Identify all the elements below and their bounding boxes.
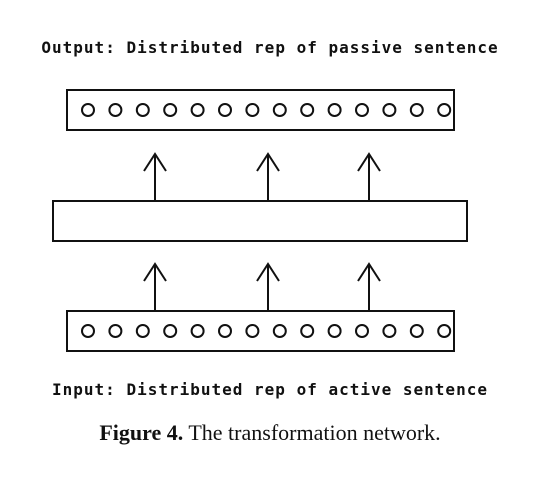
figure-number: Figure 4. — [99, 420, 184, 445]
input-layer-label: Input: Distributed rep of active sentenc… — [52, 380, 488, 399]
upper-arrow — [256, 152, 280, 200]
input-unit — [409, 324, 424, 338]
output-unit — [409, 103, 424, 117]
input-unit — [245, 324, 260, 338]
input-unit — [81, 324, 95, 338]
lower-arrow — [256, 262, 280, 310]
output-unit — [218, 103, 232, 117]
output-unit — [245, 103, 260, 117]
output-unit — [163, 103, 178, 117]
input-unit — [272, 324, 287, 338]
output-unit — [382, 103, 397, 117]
input-unit — [218, 324, 232, 338]
output-unit — [135, 103, 150, 117]
hidden-layer-box — [52, 200, 468, 242]
input-unit — [355, 324, 369, 338]
input-unit — [190, 324, 205, 338]
lower-arrow — [357, 262, 381, 310]
output-unit — [327, 103, 342, 117]
input-unit — [300, 324, 315, 338]
input-unit — [437, 324, 452, 338]
output-unit — [108, 103, 123, 117]
input-unit — [327, 324, 342, 338]
output-unit — [190, 103, 205, 117]
input-unit — [108, 324, 123, 338]
output-units-group — [81, 103, 452, 117]
output-layer-label: Output: Distributed rep of passive sente… — [41, 38, 499, 57]
figure-caption-text: The transformation network. — [183, 420, 441, 445]
output-unit — [437, 103, 452, 117]
lower-arrow — [143, 262, 167, 310]
output-unit — [81, 103, 95, 117]
figure-caption: Figure 4. The transformation network. — [0, 420, 540, 446]
output-unit — [300, 103, 315, 117]
output-unit — [355, 103, 369, 117]
upper-arrow — [143, 152, 167, 200]
input-unit — [382, 324, 397, 338]
output-unit — [272, 103, 287, 117]
input-unit — [135, 324, 150, 338]
upper-arrow — [357, 152, 381, 200]
input-units-group — [81, 324, 452, 338]
lower-arrows-group — [143, 262, 381, 310]
input-unit — [163, 324, 178, 338]
upper-arrows-group — [143, 152, 381, 200]
